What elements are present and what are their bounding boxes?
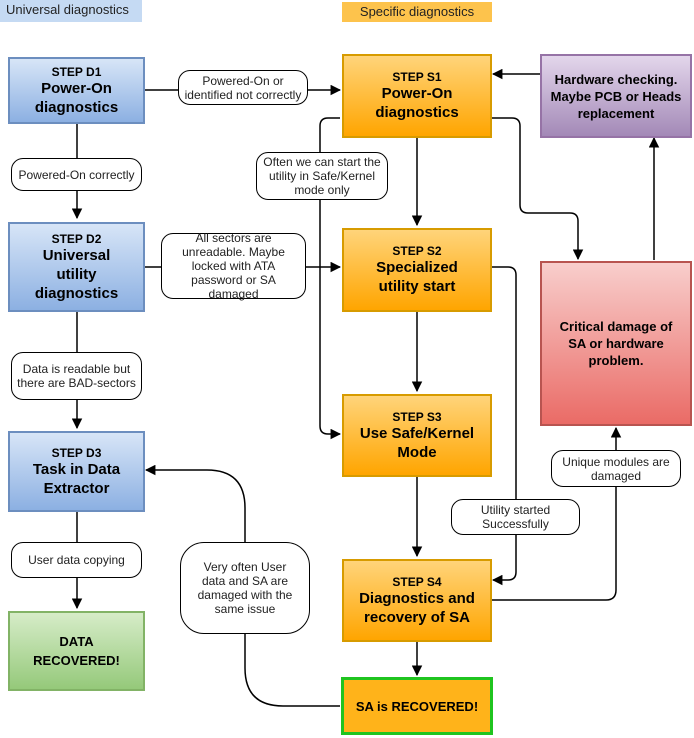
step-s3-label: STEP S3 <box>392 409 442 424</box>
edge-s2-s4 <box>491 266 517 586</box>
edge-label-d1-s1: Powered-On or identified not correctly <box>178 70 308 105</box>
step-d1-node[interactable]: STEP D1 Power-On diagnostics <box>8 57 145 124</box>
step-s1-title: Power-On diagnostics <box>375 85 459 121</box>
edge-s1-s3 <box>319 117 342 440</box>
step-s2-title: Specialized utility start <box>376 259 458 295</box>
edge-label-d2-s2: All sectors are unreadable. Maybe locked… <box>161 231 306 301</box>
step-s4-node[interactable]: STEP S4 Diagnostics and recovery of SA <box>342 559 492 642</box>
step-s3-title: Use Safe/Kernel Mode <box>359 424 475 461</box>
step-d3-label: STEP D3 <box>51 445 102 460</box>
step-s2-node[interactable]: STEP S2 Specialized utility start <box>342 228 492 312</box>
step-s1-node[interactable]: STEP S1 Power-On diagnostics <box>342 54 492 138</box>
edge-label-d2-d3: Data is readable but there are BAD-secto… <box>11 352 142 400</box>
critical-damage-title: Critical damage of SA or hardware proble… <box>559 319 673 368</box>
edge-s1-critical <box>492 117 584 261</box>
step-d2-title: Universal utility diagnostics <box>34 246 119 302</box>
step-d3-title: Task in Data Extractor <box>32 460 121 497</box>
sa-recovered-title: SA is RECOVERED! <box>355 698 479 714</box>
edge-label-d3-recovered: User data copying <box>11 542 142 578</box>
critical-damage-node[interactable]: Critical damage of SA or hardware proble… <box>540 261 692 426</box>
edge-s4-critical <box>492 426 622 601</box>
step-s4-label: STEP S4 <box>392 574 442 589</box>
data-recovered-title: DATA RECOVERED! <box>33 634 120 668</box>
edge-label-d1-d2: Powered-On correctly <box>11 158 142 191</box>
edge-label-sa-recovered-d3: Very often User data and SA are damaged … <box>180 542 310 634</box>
edge-label-s1-s3: Often we can start the utility in Safe/K… <box>256 152 388 200</box>
step-d2-label: STEP D2 <box>51 231 102 246</box>
edge-label-s4-critical: Unique modules are damaged <box>551 450 681 487</box>
step-s2-label: STEP S2 <box>392 244 442 258</box>
hardware-checking-node[interactable]: Hardware checking. Maybe PCB or Heads re… <box>540 54 692 138</box>
step-s4-title: Diagnostics and recovery of SA <box>359 589 475 626</box>
step-d2-node[interactable]: STEP D2 Universal utility diagnostics <box>8 222 145 312</box>
step-d1-title: Power-On diagnostics <box>34 79 119 116</box>
data-recovered-node[interactable]: DATA RECOVERED! <box>8 611 145 691</box>
specific-diagnostics-header: Specific diagnostics <box>342 2 492 22</box>
step-s3-node[interactable]: STEP S3 Use Safe/Kernel Mode <box>342 394 492 477</box>
step-d1-label: STEP D1 <box>51 64 102 79</box>
universal-diagnostics-header: Universal diagnostics <box>0 0 142 22</box>
step-d3-node[interactable]: STEP D3 Task in Data Extractor <box>8 431 145 512</box>
hardware-checking-title: Hardware checking. Maybe PCB or Heads re… <box>550 71 682 121</box>
sa-recovered-node[interactable]: SA is RECOVERED! <box>341 677 493 735</box>
edge-label-s2-s4: Utility started Successfully <box>451 499 580 535</box>
step-s1-label: STEP S1 <box>392 70 442 84</box>
